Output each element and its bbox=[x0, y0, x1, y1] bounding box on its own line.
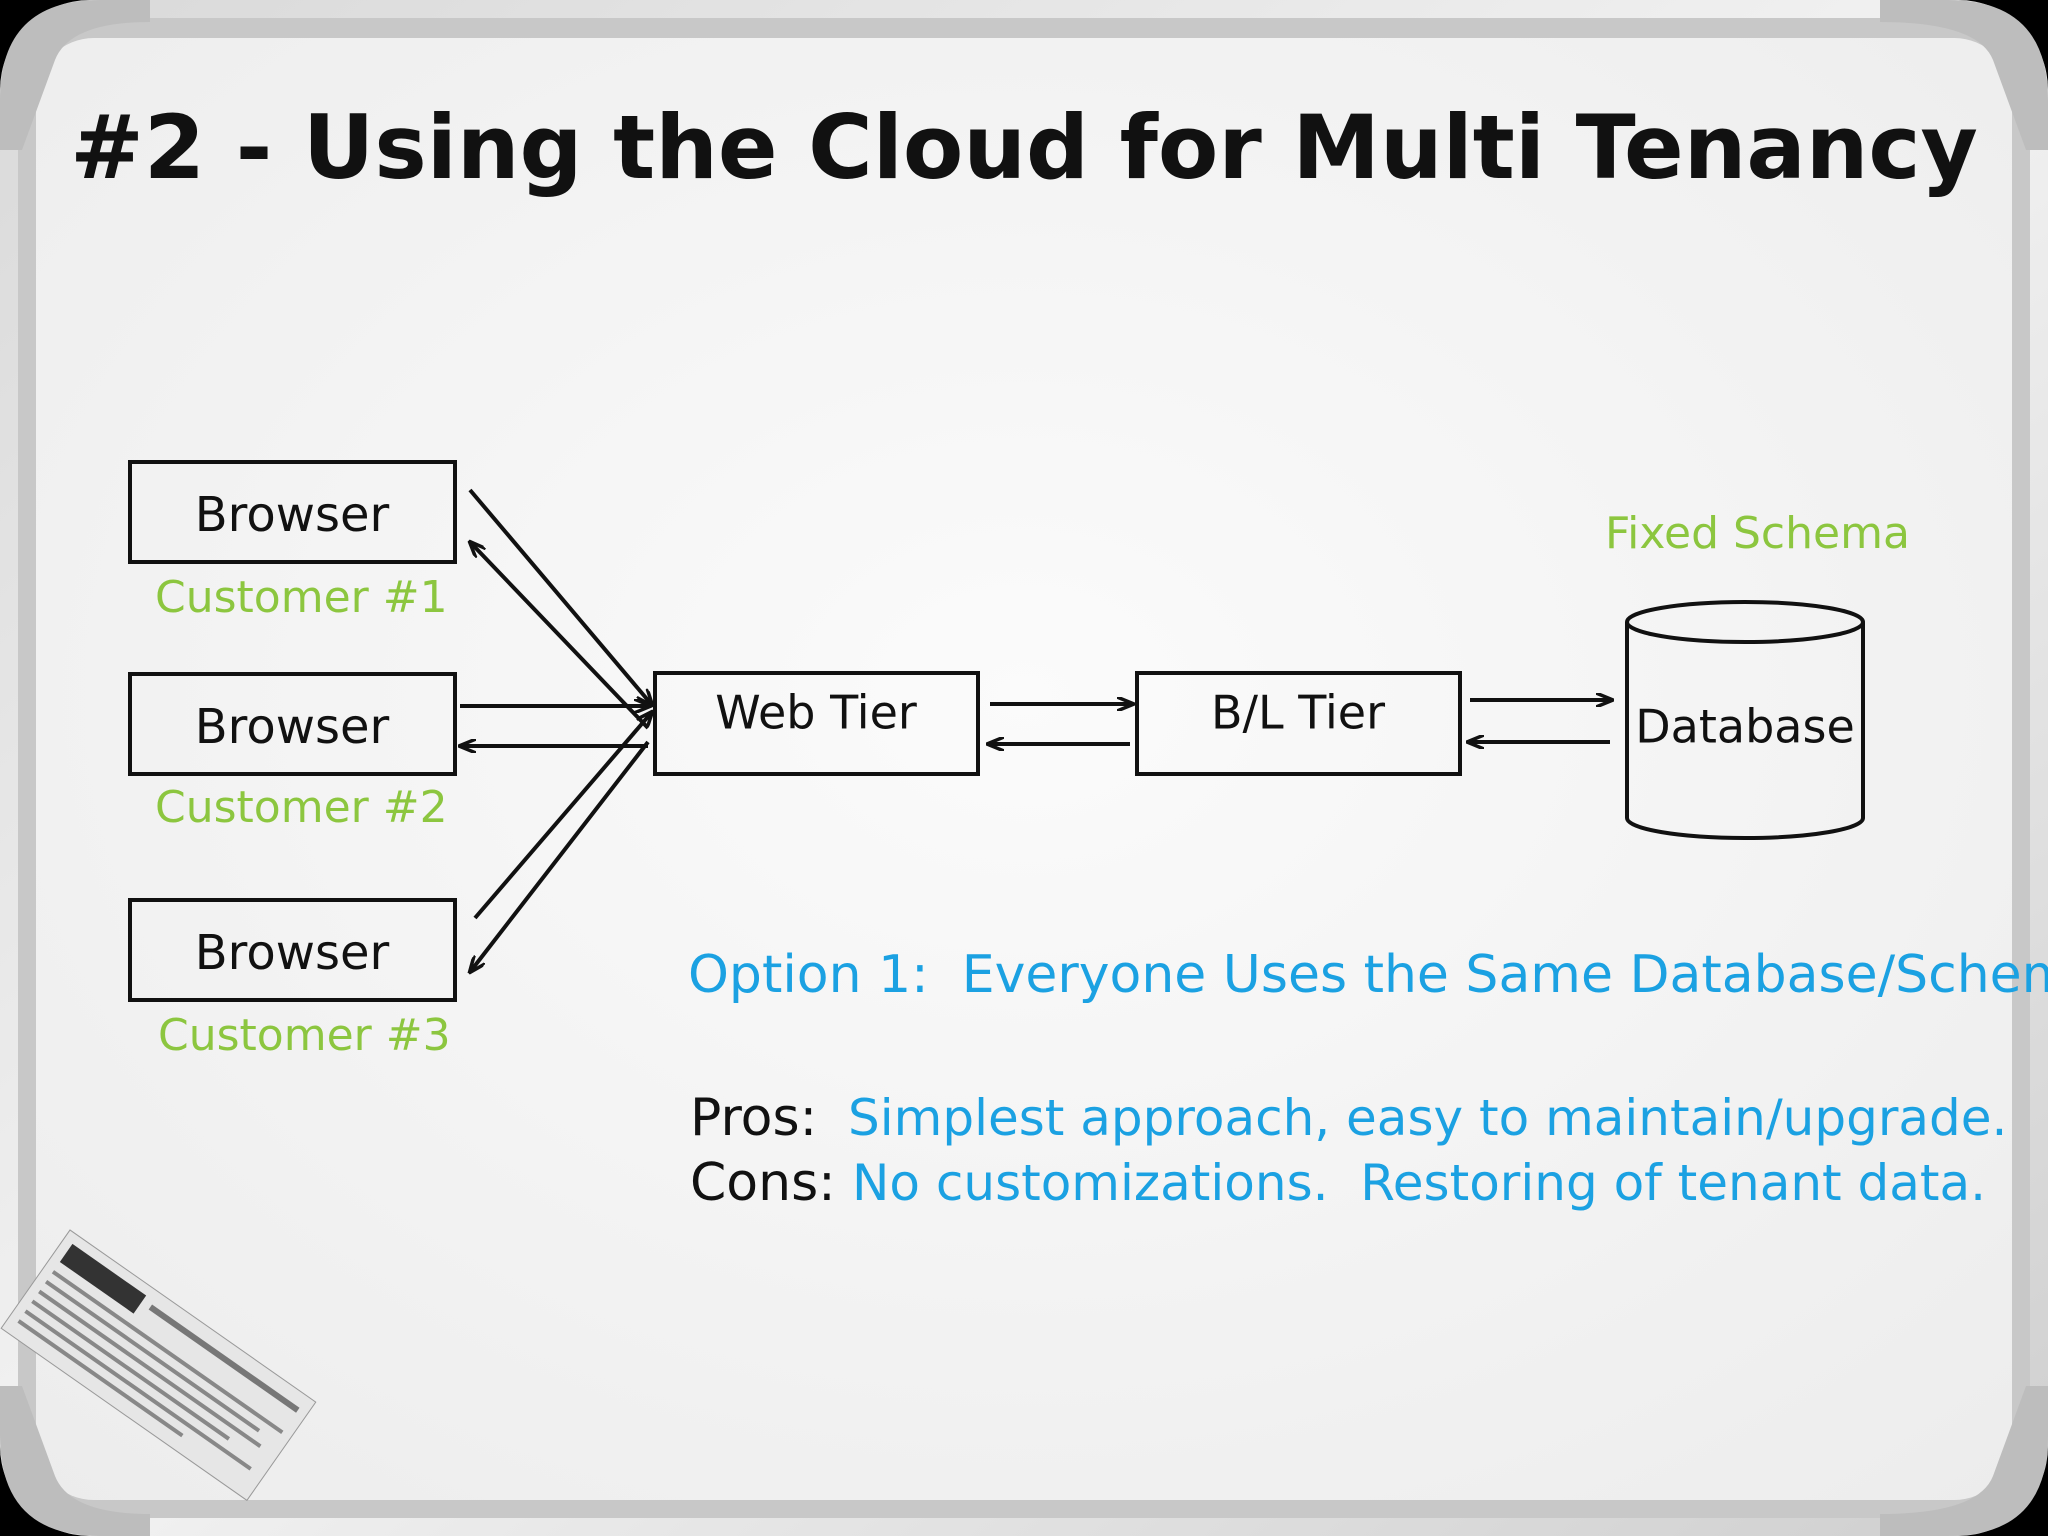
customer-label-2: Customer #2 bbox=[155, 782, 448, 833]
corner-cap-bottom-right bbox=[1880, 1386, 2048, 1536]
browser-label: Browser bbox=[195, 699, 390, 755]
browser-box-2: Browser bbox=[128, 672, 457, 776]
bl-tier-box: B/L Tier bbox=[1135, 671, 1462, 776]
manufacturer-sticker bbox=[0, 1229, 317, 1502]
cons-label: Cons: bbox=[690, 1153, 836, 1213]
page-title: #2 - Using the Cloud for Multi Tenancy bbox=[70, 96, 1978, 199]
arrow-web-to-browser1 bbox=[470, 542, 650, 730]
pros-label: Pros: bbox=[690, 1088, 817, 1148]
browser-box-1: Browser bbox=[128, 460, 457, 564]
arrow-browser1-to-web bbox=[468, 488, 652, 705]
board-surface bbox=[36, 38, 2012, 1500]
corner-cap-bottom-left bbox=[0, 1386, 150, 1536]
browser-box-3: Browser bbox=[128, 898, 457, 1002]
arrow-browser3-to-web bbox=[473, 712, 652, 920]
bl-tier-label: B/L Tier bbox=[1211, 686, 1385, 740]
database-label: Database bbox=[1635, 700, 1855, 754]
option-heading: Option 1: Everyone Uses the Same Databas… bbox=[688, 945, 2048, 1005]
arrow-web-to-browser3 bbox=[470, 740, 650, 972]
pros-text: Simplest approach, easy to maintain/upgr… bbox=[848, 1089, 2007, 1147]
corner-cap-top-right bbox=[1880, 0, 2048, 150]
database-cylinder: Database bbox=[1625, 600, 1865, 840]
browser-label: Browser bbox=[195, 487, 390, 543]
corner-cap-top-left bbox=[0, 0, 150, 150]
web-tier-box: Web Tier bbox=[653, 671, 980, 776]
cons-text: No customizations. Restoring of tenant d… bbox=[852, 1154, 1986, 1212]
customer-label-1: Customer #1 bbox=[155, 572, 448, 623]
customer-label-3: Customer #3 bbox=[158, 1010, 451, 1061]
fixed-schema-label: Fixed Schema bbox=[1605, 508, 1910, 559]
browser-label: Browser bbox=[195, 925, 390, 981]
web-tier-label: Web Tier bbox=[715, 686, 917, 740]
